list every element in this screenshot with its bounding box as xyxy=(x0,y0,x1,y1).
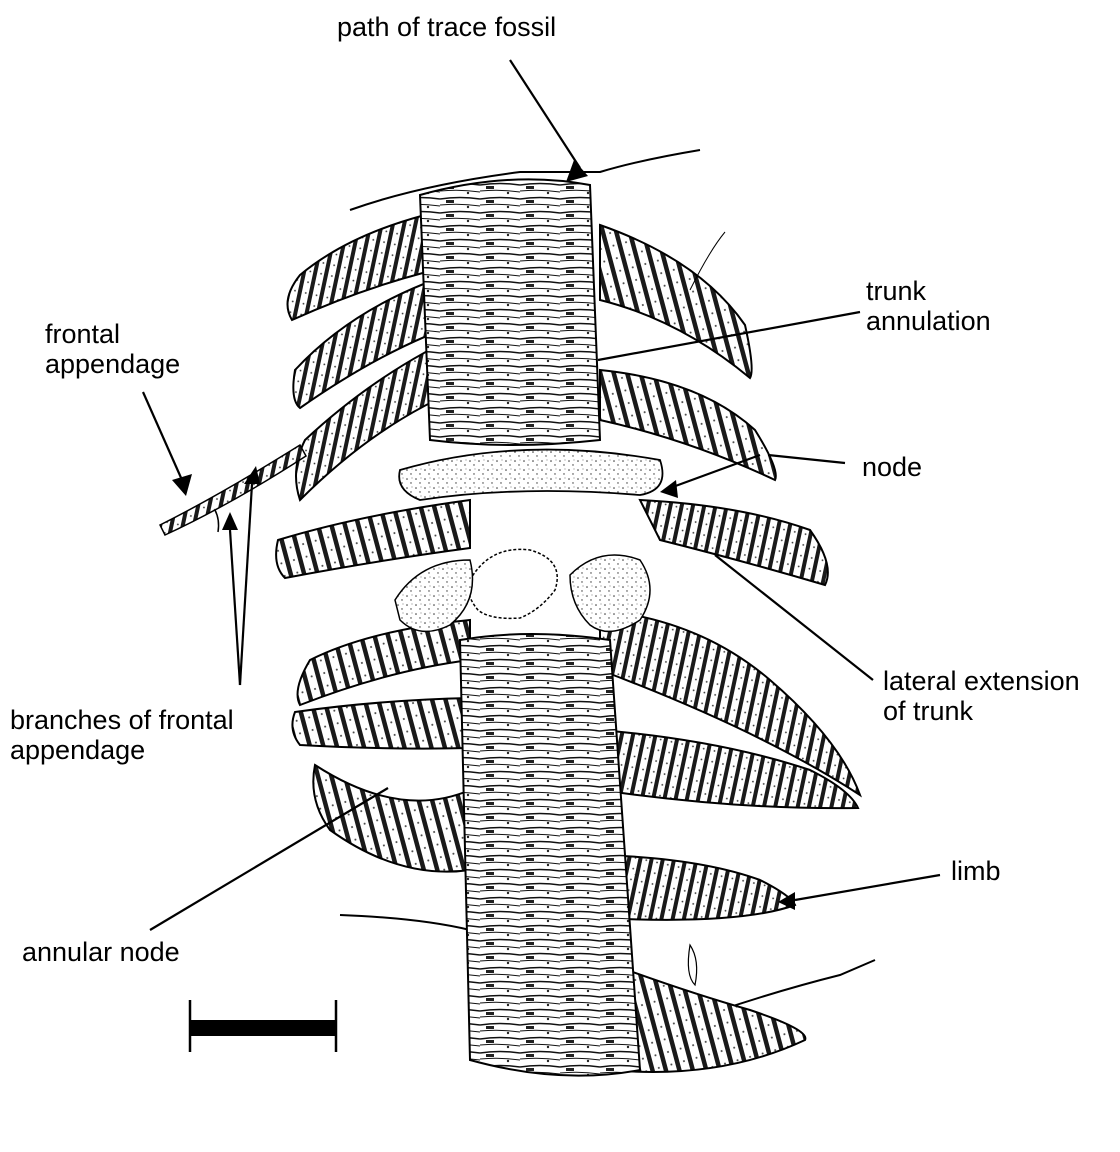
leader-branch-1 xyxy=(230,530,240,685)
label-lateral-extension-line-1: lateral extension xyxy=(883,666,1080,696)
arrow-branch-2 xyxy=(244,466,260,484)
mid-node-center xyxy=(469,549,558,618)
frontal-branch xyxy=(215,510,219,532)
mid-node-right xyxy=(570,555,650,631)
lobe-left-6 xyxy=(292,698,470,749)
leader-frontal-appendage xyxy=(143,392,182,480)
lobe-left-5 xyxy=(298,620,470,705)
label-annular-node: annular node xyxy=(22,937,180,967)
label-branches-of-frontal-appendage: branches of frontal appendage xyxy=(10,705,234,765)
label-trunk-annulation: trunk annulation xyxy=(866,276,991,336)
label-trunk-annulation-line-2: annulation xyxy=(866,306,991,336)
label-lateral-extension-of-trunk: lateral extension of trunk xyxy=(883,666,1080,726)
arrow-branch-1 xyxy=(222,512,238,530)
leader-node xyxy=(768,455,845,463)
label-node: node xyxy=(862,452,922,482)
scale-bar xyxy=(190,1000,336,1052)
label-frontal-appendage: frontal appendage xyxy=(45,319,180,379)
matrix-fragment-2 xyxy=(688,945,696,985)
label-path-of-trace-fossil: path of trace fossil xyxy=(337,12,556,42)
label-trunk-annulation-line-1: trunk xyxy=(866,276,991,306)
label-frontal-appendage-line-1: frontal xyxy=(45,319,180,349)
leader-branch-2 xyxy=(240,484,252,685)
label-lateral-extension-line-2: of trunk xyxy=(883,696,1080,726)
leader-node-2 xyxy=(670,455,760,488)
label-branches-line-1: branches of frontal xyxy=(10,705,234,735)
leader-limb xyxy=(795,875,940,900)
label-limb: limb xyxy=(951,856,1001,886)
node-band xyxy=(399,450,662,500)
arrow-frontal xyxy=(172,474,192,496)
label-branches-line-2: appendage xyxy=(10,735,234,765)
trunk-upper xyxy=(420,179,600,445)
label-frontal-appendage-line-2: appendage xyxy=(45,349,180,379)
trunk-lower xyxy=(460,634,640,1076)
leader-path-of-trace-fossil xyxy=(510,60,580,168)
arrow-node xyxy=(660,480,678,498)
leader-annular-node xyxy=(150,788,388,930)
lobe-right-3 xyxy=(640,500,828,585)
